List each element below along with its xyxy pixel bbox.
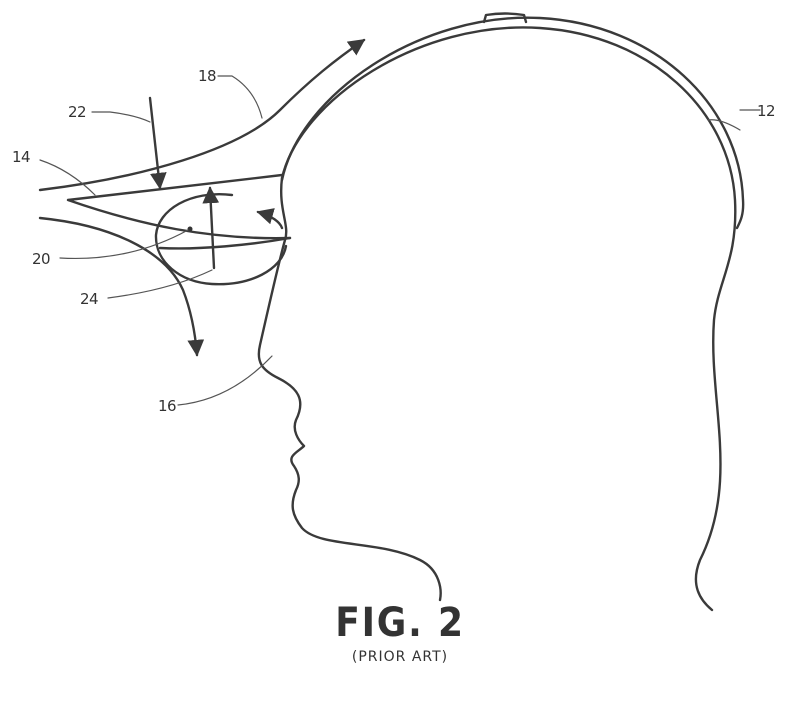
airflow-under-visor — [38, 216, 205, 357]
ref-numeral-18: 18 — [198, 67, 216, 85]
leader-14 — [39, 159, 96, 196]
eye-point — [187, 226, 193, 232]
ref-numeral-14: 14 — [12, 148, 30, 166]
ref-numeral-16: 16 — [158, 397, 176, 415]
head-profile-outline — [280, 26, 737, 612]
leader-24 — [107, 269, 213, 299]
ref-numeral-12: 12 — [757, 102, 775, 120]
eye-lower-line — [158, 236, 292, 250]
ref-numeral-24: 24 — [80, 290, 98, 308]
helmet-shell — [280, 16, 745, 230]
leader-12 — [707, 109, 761, 131]
recirculation-arrow — [256, 208, 284, 230]
ref-numeral-20: 20 — [32, 250, 50, 268]
figure-subtitle: (PRIOR ART) — [351, 649, 449, 665]
leader-20 — [59, 229, 189, 260]
force-arrow-22 — [148, 96, 167, 190]
figure-title: FIG. 2 — [335, 600, 465, 646]
helmet-top-bump — [482, 12, 528, 24]
visor-plate — [66, 173, 292, 240]
leader-18 — [217, 75, 263, 119]
eye-region-outline — [154, 193, 288, 286]
ref-numeral-22: 22 — [68, 103, 86, 121]
airflow-over-top — [38, 38, 366, 192]
leader-22 — [91, 111, 151, 123]
force-arrow-24 — [202, 186, 220, 270]
leader-16 — [177, 355, 273, 406]
face-profile-outline — [257, 176, 442, 602]
